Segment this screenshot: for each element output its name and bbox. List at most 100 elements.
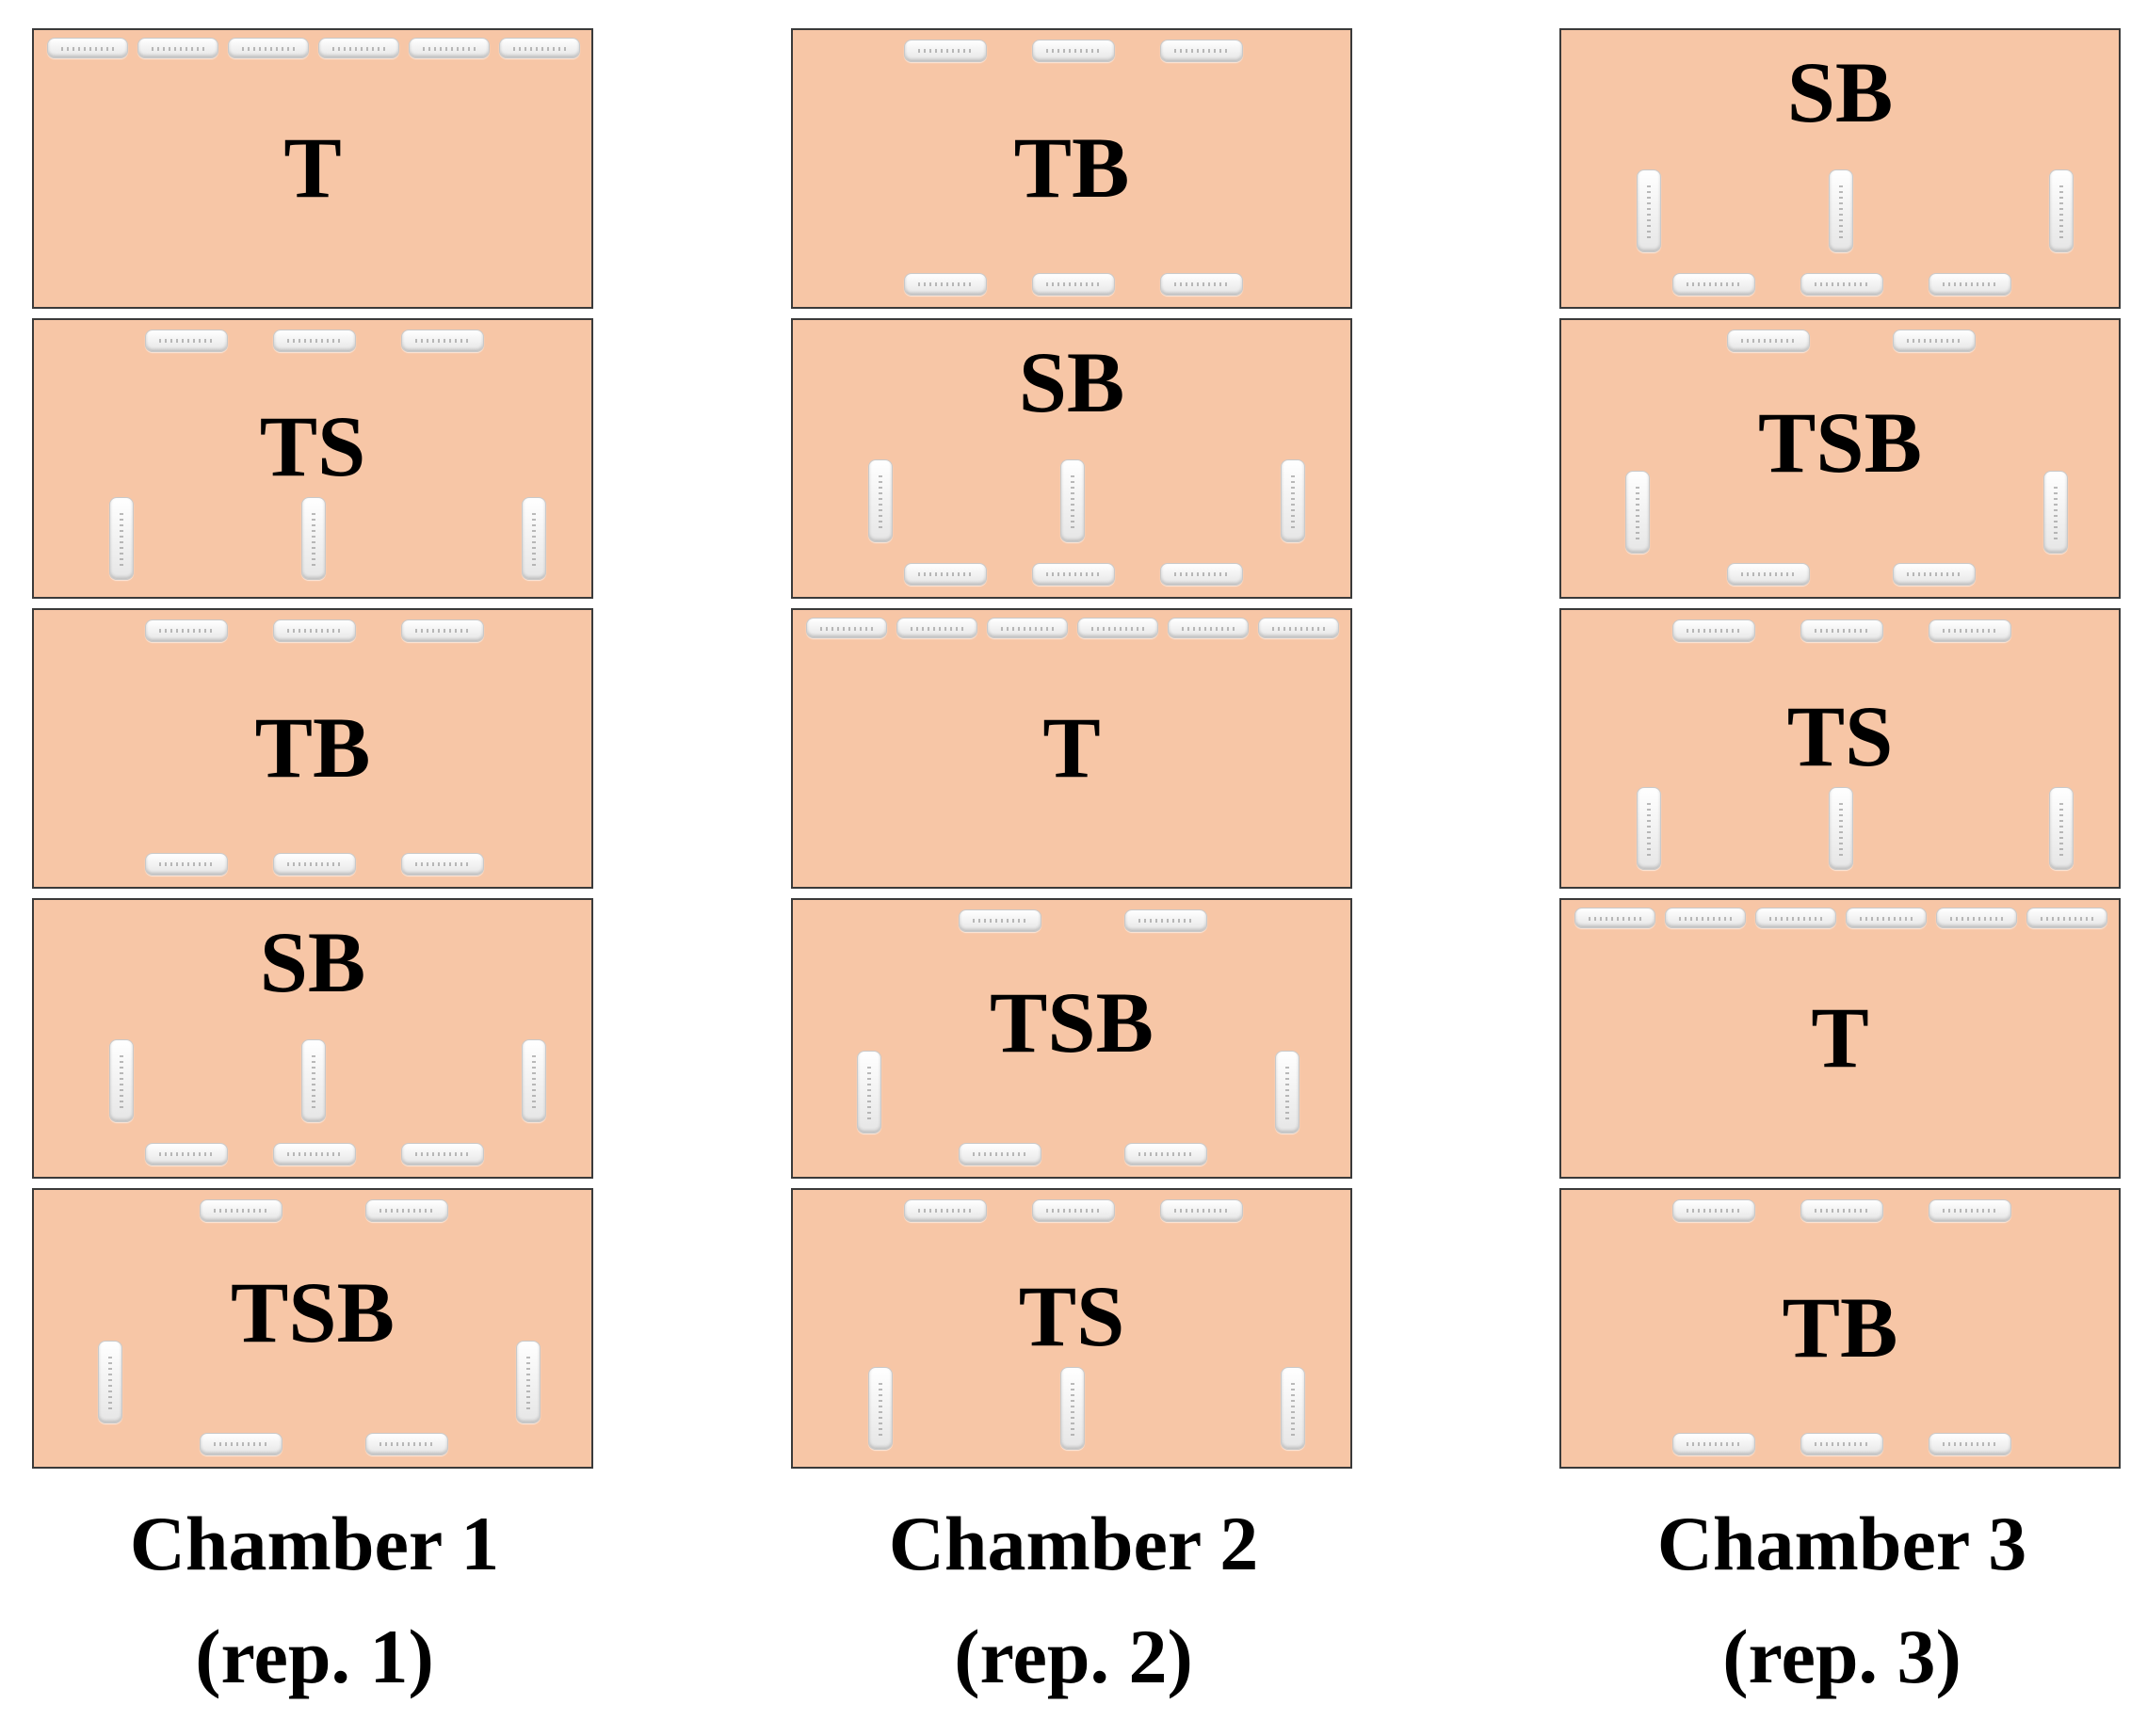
ruler-slot-icon [401,1143,484,1165]
panel-label: TS [1018,1268,1125,1364]
ruler-slot-icon [868,459,893,542]
panel-3: T [791,608,1352,889]
ruler-slot-icon [365,1433,448,1455]
ruler-slot-icon [1060,1367,1085,1450]
ruler-slot-icon [47,38,128,58]
ruler-slot-icon [1077,618,1158,638]
ruler-slot-icon [1032,1199,1115,1222]
ruler-slot-icon [2049,169,2074,252]
ruler-slot-icon [1727,330,1810,352]
ruler-slot-icon [200,1433,282,1455]
panel-4: T [1559,898,2121,1179]
ruler-slot-icon [1755,908,1836,928]
ruler-slot-icon [1846,908,1927,928]
ruler-slot-icon [1032,563,1115,586]
ruler-slot-icon [409,38,490,58]
ruler-slot-icon [200,1199,282,1222]
ruler-slot-icon [273,1143,356,1165]
ruler-slot-icon [1665,908,1746,928]
ruler-slot-icon [273,619,356,642]
panel-label: TSB [231,1264,395,1360]
panel-label: T [1042,699,1101,796]
ruler-slot-icon [1672,1199,1755,1222]
panel-4: TSB [791,898,1352,1179]
ruler-slot-icon [145,853,228,876]
ruler-slot-icon [273,330,356,352]
ruler-slot-icon [1893,330,1976,352]
ruler-slot-icon [145,330,228,352]
ruler-slot-icon [1275,1051,1300,1133]
ruler-slot-icon [109,1039,134,1122]
ruler-slot-icon [1727,563,1810,586]
ruler-slot-icon [137,38,218,58]
chamber-title: Chamber 1 [129,1501,500,1586]
ruler-slot-icon [1124,1143,1207,1165]
ruler-slot-icon [1060,459,1085,542]
panel-label: TB [1013,120,1130,216]
ruler-slot-icon [1929,1199,2011,1222]
ruler-slot-icon [1160,1199,1243,1222]
ruler-slot-icon [987,618,1068,638]
ruler-slot-icon [1929,1433,2011,1455]
ruler-slot-icon [1281,459,1305,542]
chamber-title: Chamber 2 [888,1501,1259,1586]
chamber-subtitle: (rep. 3) [1722,1614,1961,1699]
ruler-slot-icon [1281,1367,1305,1450]
panel-label: TS [1786,688,1894,784]
ruler-slot-icon [145,619,228,642]
ruler-slot-icon [401,853,484,876]
ruler-slot-icon [1160,563,1243,586]
ruler-slot-icon [959,909,1041,932]
panel-5: TS [791,1188,1352,1469]
ruler-slot-icon [1124,909,1207,932]
panel-label: TB [254,699,371,796]
panel-label: TB [1782,1279,1898,1375]
ruler-slot-icon [1168,618,1249,638]
ruler-slot-icon [228,38,309,58]
ruler-slot-icon [1672,1433,1755,1455]
ruler-slot-icon [1160,273,1243,296]
ruler-slot-icon [868,1367,893,1450]
chamber-subtitle: (rep. 2) [954,1614,1193,1699]
ruler-slot-icon [1800,619,1883,642]
ruler-slot-icon [318,38,399,58]
panel-label: TS [259,398,366,494]
ruler-slot-icon [806,618,887,638]
panel-3: TS [1559,608,2121,889]
chamber-subtitle: (rep. 1) [195,1614,434,1699]
ruler-slot-icon [2043,471,2068,554]
ruler-slot-icon [1800,1199,1883,1222]
panel-label: T [1811,989,1869,1085]
ruler-slot-icon [857,1051,881,1133]
panel-label: SB [1786,44,1894,140]
panel-2: TSB [1559,318,2121,599]
panel-label: SB [259,914,366,1010]
ruler-slot-icon [2049,787,2074,870]
ruler-slot-icon [1625,471,1650,554]
panel-1: T [32,28,593,309]
ruler-slot-icon [904,563,987,586]
ruler-slot-icon [499,38,580,58]
panel-4: SB [32,898,593,1179]
ruler-slot-icon [522,1039,546,1122]
ruler-slot-icon [2026,908,2107,928]
ruler-slot-icon [1672,619,1755,642]
panel-label: TSB [1758,394,1922,490]
ruler-slot-icon [959,1143,1041,1165]
ruler-slot-icon [1637,169,1661,252]
panel-label: TSB [990,974,1154,1070]
panel-3: TB [32,608,593,889]
ruler-slot-icon [904,40,987,62]
ruler-slot-icon [1574,908,1655,928]
ruler-slot-icon [1893,563,1976,586]
ruler-slot-icon [1936,908,2017,928]
panel-5: TSB [32,1188,593,1469]
ruler-slot-icon [896,618,977,638]
ruler-slot-icon [273,853,356,876]
ruler-slot-icon [365,1199,448,1222]
panel-1: TB [791,28,1352,309]
ruler-slot-icon [98,1341,122,1423]
ruler-slot-icon [1829,169,1853,252]
ruler-slot-icon [516,1341,541,1423]
